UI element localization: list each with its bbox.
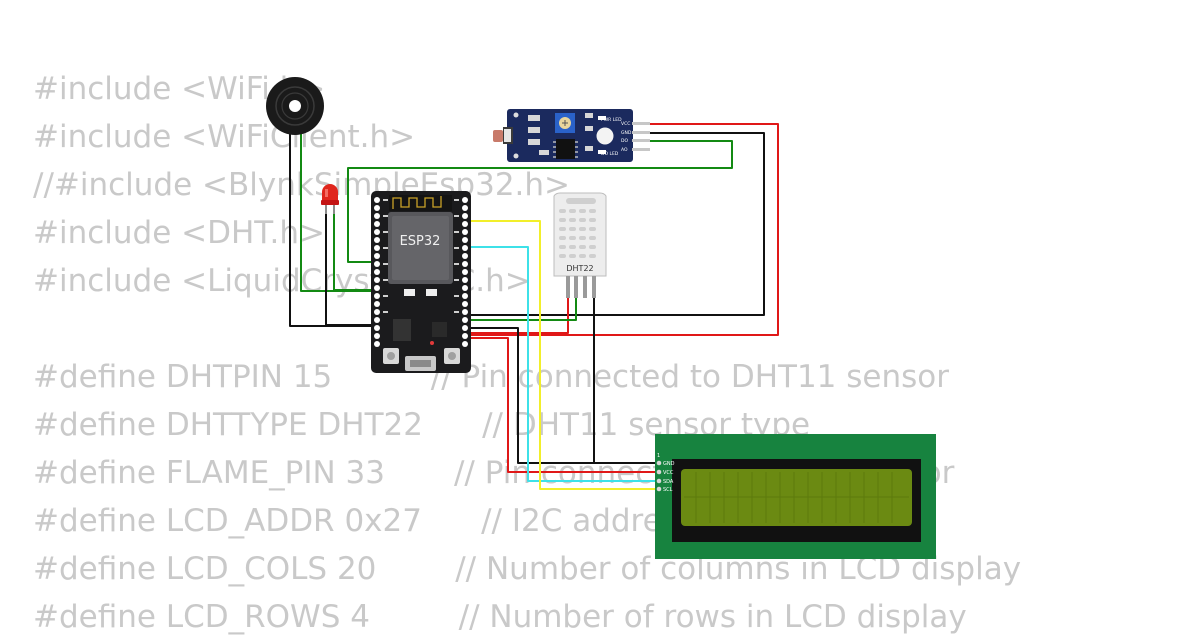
dht22-sensor[interactable]: DHT22 <box>553 192 607 298</box>
code-line: #include <LiquidCrystal_I2C.h> <box>33 263 531 299</box>
flame-sensor-module[interactable]: PWR LED DO LED VCC GND DO AO <box>493 109 650 162</box>
esp32-label: ESP32 <box>400 234 441 249</box>
wire-dht-vcc[interactable] <box>466 296 569 334</box>
lcd-display[interactable]: 1 GND VCC SDA SCL <box>655 434 936 559</box>
flame-pin-vcc: VCC <box>621 121 630 127</box>
code-line: #define DHTTYPE DHT22 // DHT11 sensor ty… <box>33 407 811 443</box>
wire-flame-gnd[interactable] <box>468 132 765 316</box>
lcd-pin-vcc: VCC <box>663 470 674 476</box>
wire-lcd-gnd[interactable] <box>468 327 660 464</box>
wire-led-gnd[interactable] <box>325 210 380 326</box>
flame-pin-ao: AO <box>621 147 628 153</box>
wire-buzzer-signal[interactable] <box>300 112 380 292</box>
flame-pin-gnd: GND <box>621 130 632 136</box>
red-led[interactable] <box>321 184 339 214</box>
code-line: #define LCD_ROWS 4 // Number of rows in … <box>33 599 967 635</box>
code-line: //#include <BlynkSimpleEsp32.h> <box>33 167 571 203</box>
wire-flame-vcc[interactable] <box>380 123 779 336</box>
wire-lcd-sda[interactable] <box>466 246 660 482</box>
lcd-pin-sda: SDA <box>663 479 674 485</box>
wire-flame-do[interactable] <box>347 140 733 263</box>
wire-led-signal[interactable] <box>333 210 382 291</box>
pwr-led-label: PWR LED <box>601 117 622 123</box>
do-led-label: DO LED <box>601 151 619 157</box>
lcd-pin1-marker: 1 <box>657 453 660 459</box>
wire-lcd-vcc[interactable] <box>468 337 660 473</box>
wire-lcd-scl[interactable] <box>466 220 660 490</box>
wire-dht-gnd[interactable] <box>593 296 660 464</box>
buzzer[interactable] <box>266 77 324 135</box>
dht22-label: DHT22 <box>566 264 593 273</box>
esp32-board[interactable]: ESP32 <box>371 191 471 373</box>
flame-pin-do: DO <box>621 138 628 144</box>
wire-dht-data[interactable] <box>466 296 577 321</box>
lcd-pin-scl: SCL <box>663 487 673 493</box>
lcd-pin-gnd: GND <box>663 461 675 467</box>
